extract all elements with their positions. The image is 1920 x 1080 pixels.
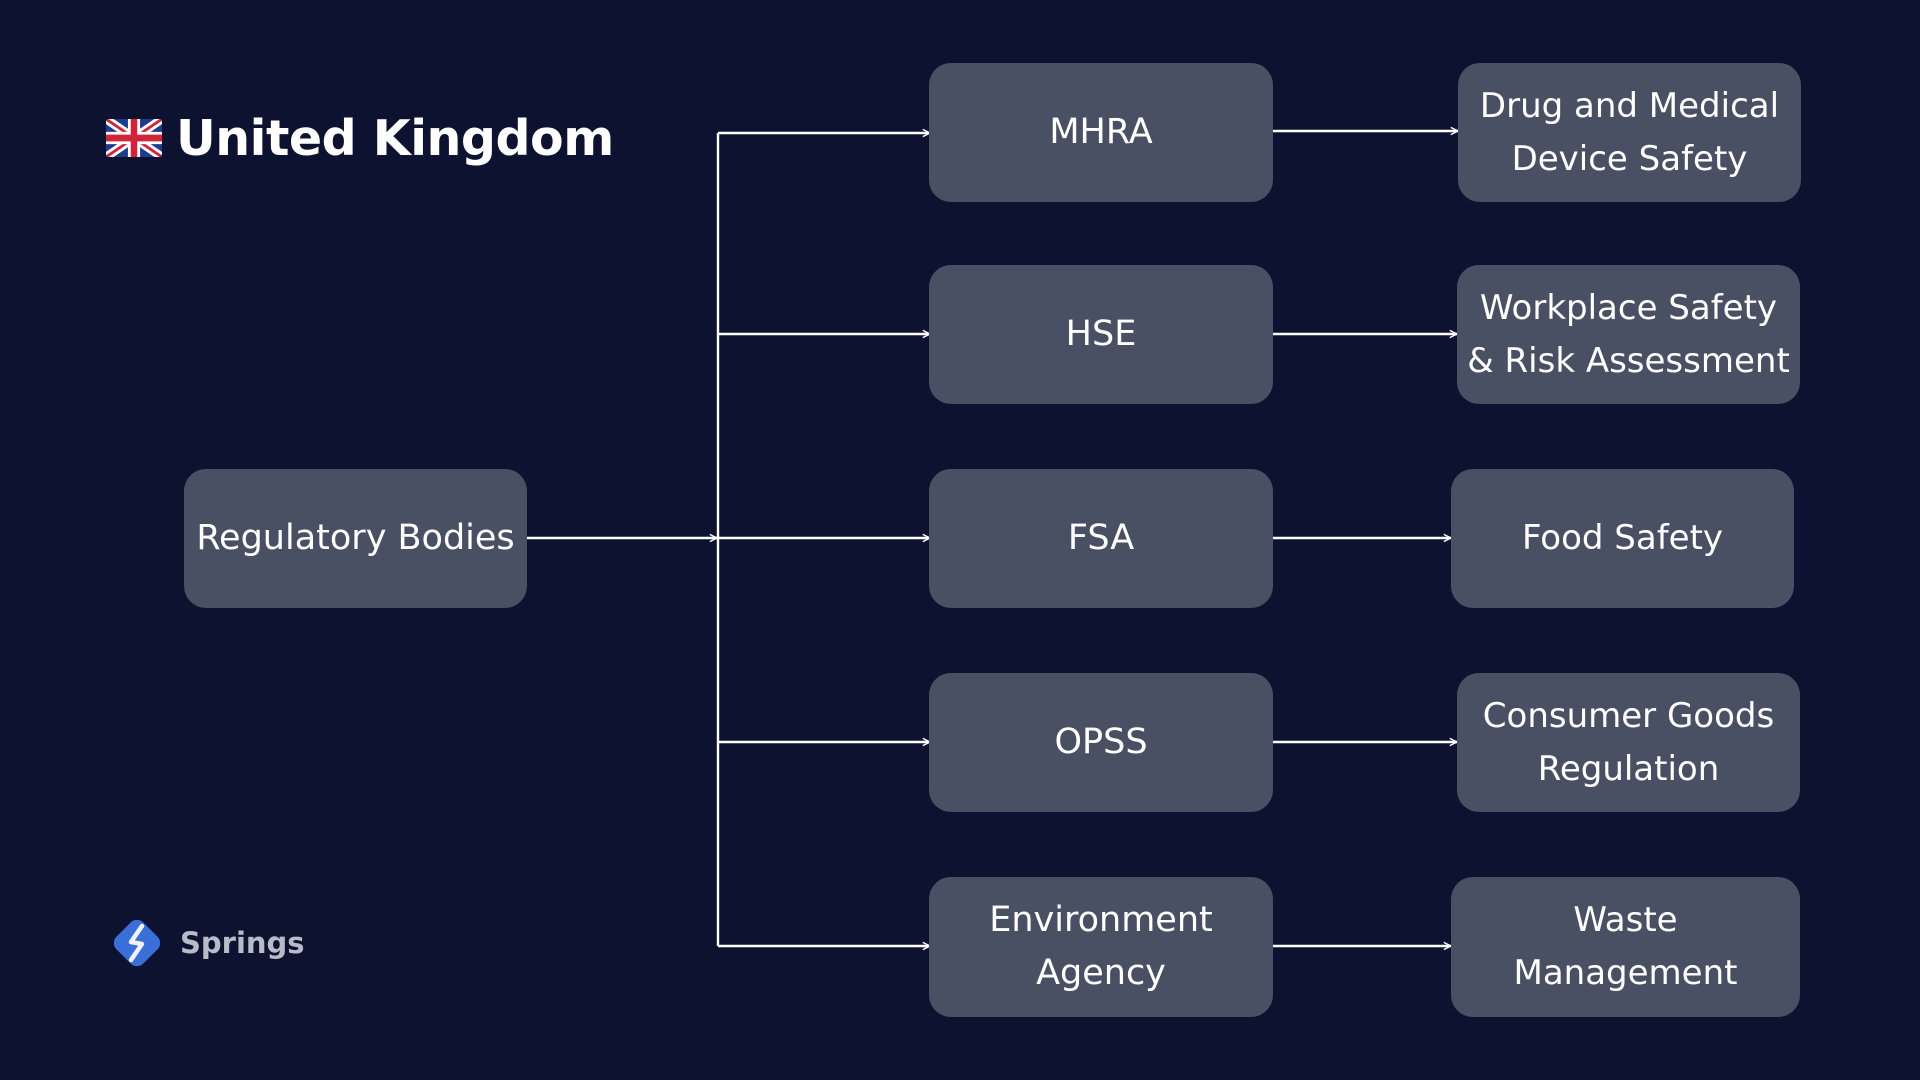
area-node-label: Food Safety (1521, 518, 1724, 558)
agency-node-environment-agency: Environment Agency (929, 877, 1273, 1017)
root-node-label: Regulatory Bodies (196, 518, 515, 558)
agency-node-label: OPSS (1054, 722, 1148, 762)
page-header: United Kingdom (106, 108, 614, 168)
area-node-workplace-safety: Workplace Safety & Risk Assessment (1457, 265, 1800, 404)
area-node-label: Waste Management (1513, 900, 1738, 993)
springs-logo-icon (113, 919, 161, 967)
agency-node-label: Environment Agency (989, 900, 1213, 993)
agency-node-hse: HSE (929, 265, 1273, 404)
page-title: United Kingdom (176, 109, 614, 167)
agency-node-label: HSE (1065, 314, 1137, 354)
brand-name: Springs (180, 926, 305, 960)
area-node-consumer-goods-regulation: Consumer Goods Regulation (1457, 673, 1800, 812)
area-node-drug-and-medical-device-safety: Drug and Medical Device Safety (1458, 63, 1801, 202)
area-node-label: Workplace Safety & Risk Assessment (1467, 287, 1790, 381)
area-node-food-safety: Food Safety (1451, 469, 1794, 608)
agency-node-opss: OPSS (929, 673, 1273, 812)
area-node-waste-management: Waste Management (1451, 877, 1800, 1017)
area-node-label: Drug and Medical Device Safety (1479, 85, 1780, 179)
agency-node-label: MHRA (1049, 112, 1153, 152)
agency-node-fsa: FSA (929, 469, 1273, 608)
uk-flag-icon (106, 119, 162, 157)
agency-node-label: FSA (1067, 518, 1135, 558)
area-node-label: Consumer Goods Regulation (1482, 695, 1775, 789)
brand-watermark: Springs (106, 912, 305, 974)
root-node-regulatory-bodies: Regulatory Bodies (184, 469, 527, 608)
agency-node-mhra: MHRA (929, 63, 1273, 202)
